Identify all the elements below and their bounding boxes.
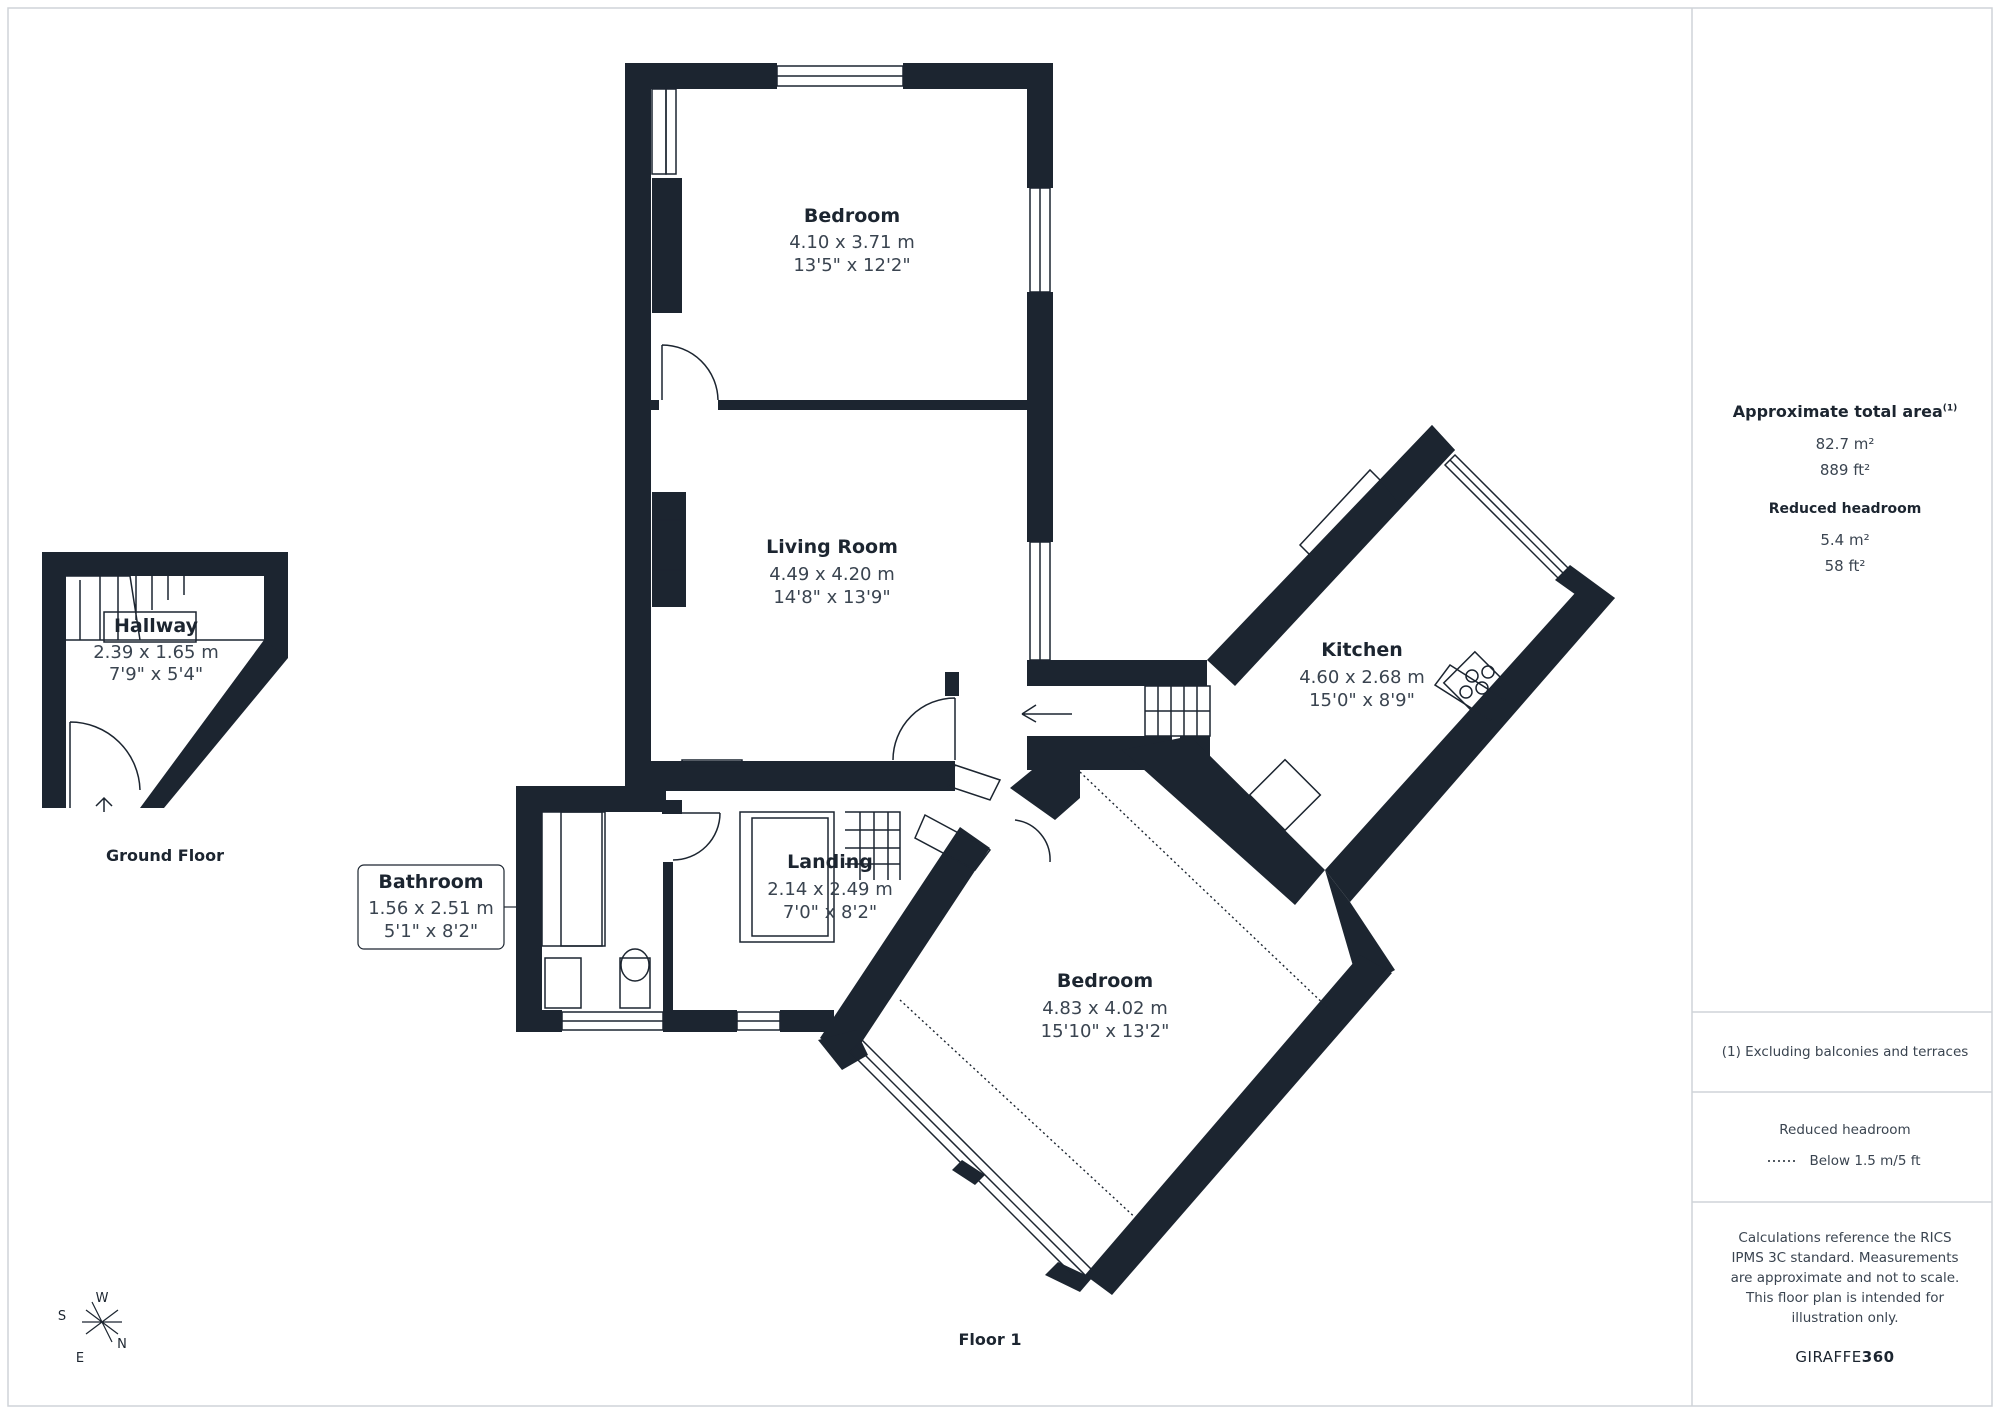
compass-w: W xyxy=(96,1291,109,1306)
walls xyxy=(42,63,1615,1295)
room-name-living-room: Living Room xyxy=(766,536,898,558)
reduced-headroom-title: Reduced headroom xyxy=(1768,501,1922,517)
total-area-m2: 82.7 m² xyxy=(1815,435,1875,453)
room-name-landing: Landing xyxy=(787,851,873,873)
sheet-border xyxy=(7,7,1993,1407)
room-imperial-hallway: 7'9" x 5'4" xyxy=(109,664,203,685)
room-metric-landing: 2.14 x 2.49 m xyxy=(767,879,893,900)
total-area-block: Approximate total area(1) 82.7 m² 889 ft… xyxy=(1692,402,1998,575)
fixtures xyxy=(66,65,1577,1284)
legend-item: Below 1.5 m/5 ft xyxy=(1809,1153,1921,1169)
reduced-headroom-m2: 5.4 m² xyxy=(1820,531,1870,549)
room-name-kitchen: Kitchen xyxy=(1321,639,1403,661)
compass-s: S xyxy=(58,1309,66,1324)
reduced-headroom-ft2: 58 ft² xyxy=(1824,557,1866,575)
room-name-bedroom-top: Bedroom xyxy=(804,205,900,227)
room-name-hallway: Hallway xyxy=(114,615,199,637)
room-name-bedroom-bottom: Bedroom xyxy=(1057,970,1153,992)
room-metric-hallway: 2.39 x 1.65 m xyxy=(93,642,219,663)
room-metric-bathroom: 1.56 x 2.51 m xyxy=(368,898,494,919)
room-metric-bedroom-bottom: 4.83 x 4.02 m xyxy=(1042,998,1168,1019)
room-imperial-bedroom-bottom: 15'10" x 13'2" xyxy=(1041,1021,1170,1042)
floor-label-ground: Ground Floor xyxy=(106,846,224,865)
total-area-footnote-mark: (1) xyxy=(1942,403,1958,414)
disclaimer-text: Calculations reference the RICS IPMS 3C … xyxy=(1730,1230,1960,1326)
total-area-title: Approximate total area(1) xyxy=(1732,402,1958,421)
room-imperial-landing: 7'0" x 8'2" xyxy=(783,902,877,923)
room-labels: Bedroom 4.10 x 3.71 m 13'5" x 12'2" Livi… xyxy=(93,205,1425,1042)
room-imperial-bedroom-top: 13'5" x 12'2" xyxy=(793,255,910,276)
compass-icon xyxy=(82,1301,122,1343)
compass-n: N xyxy=(117,1337,127,1352)
floor-label-first: Floor 1 xyxy=(959,1330,1022,1349)
room-metric-living-room: 4.49 x 4.20 m xyxy=(769,564,895,585)
room-imperial-living-room: 14'8" x 13'9" xyxy=(773,587,890,608)
room-name-bathroom: Bathroom xyxy=(378,871,483,893)
footnote-text: (1) Excluding balconies and terraces xyxy=(1721,1044,1969,1060)
room-metric-kitchen: 4.60 x 2.68 m xyxy=(1299,667,1425,688)
compass-e: E xyxy=(76,1351,84,1366)
brand-logo: GIRAFFE360 xyxy=(1795,1348,1895,1366)
legend-title: Reduced headroom xyxy=(1779,1122,1911,1138)
total-area-ft2: 889 ft² xyxy=(1819,461,1871,479)
room-metric-bedroom-top: 4.10 x 3.71 m xyxy=(789,232,915,253)
room-imperial-bathroom: 5'1" x 8'2" xyxy=(384,921,478,942)
room-imperial-kitchen: 15'0" x 8'9" xyxy=(1309,690,1415,711)
